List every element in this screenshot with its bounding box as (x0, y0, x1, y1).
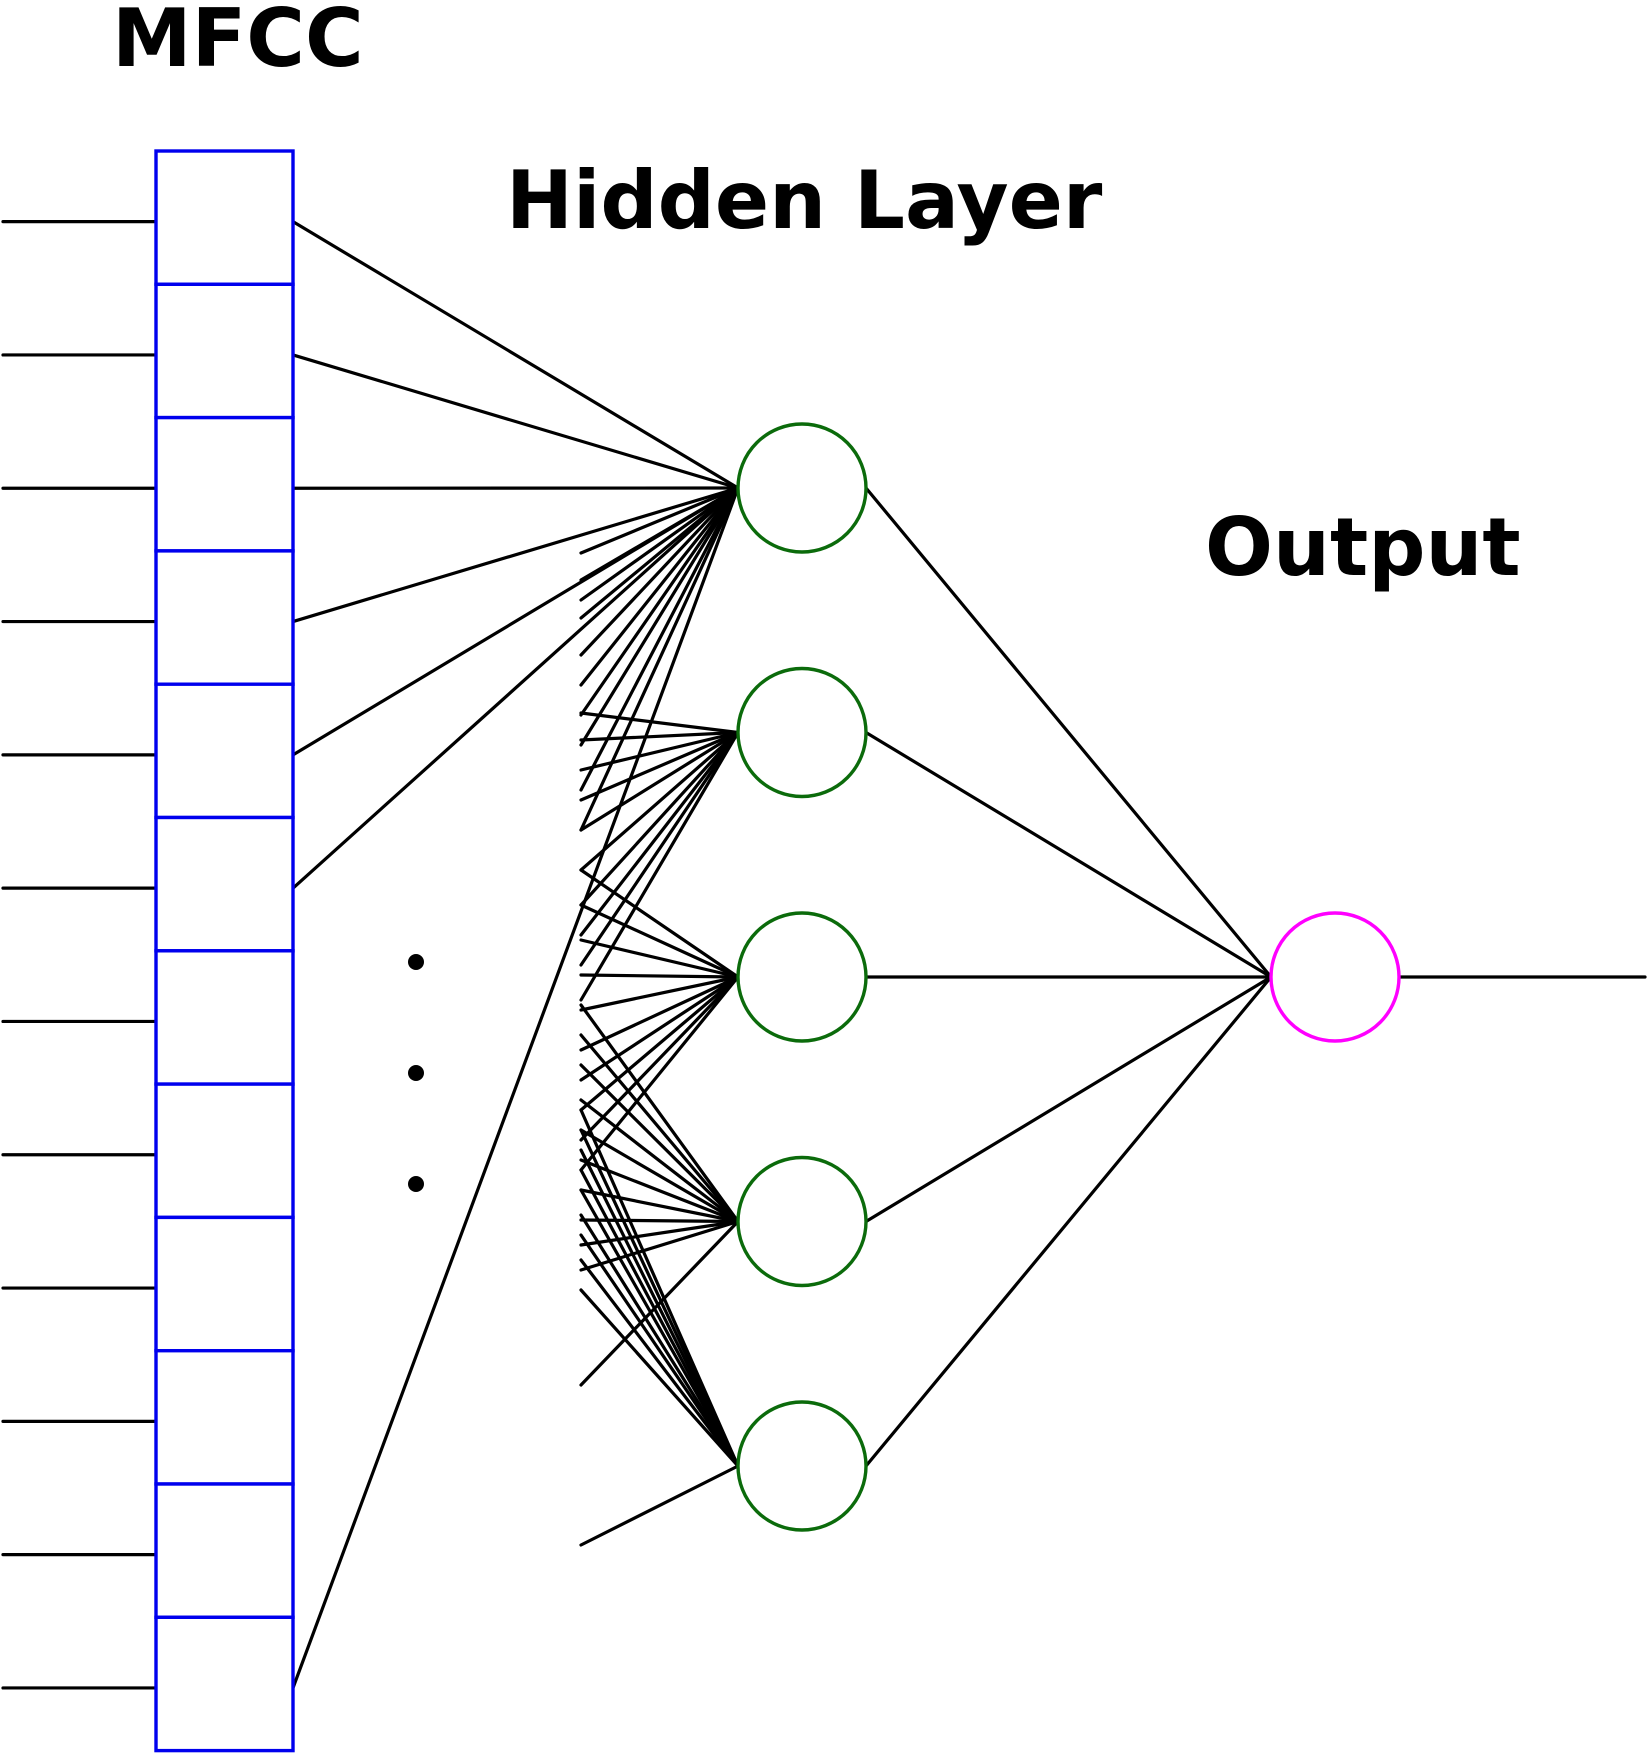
partial-to-hidden-line (579, 1258, 740, 1468)
mfcc-to-hidden-line (291, 486, 740, 890)
mfcc-cell (154, 149, 295, 287)
partial-to-hidden-line (579, 730, 740, 1002)
mfcc-cell (154, 949, 295, 1086)
partial-to-hidden-line (579, 730, 740, 872)
mfcc-column (154, 149, 295, 1753)
partial-to-hidden-line (579, 1218, 740, 1224)
partial-to-hidden-line (579, 730, 740, 937)
ellipsis-dot (408, 1176, 424, 1192)
mfcc-to-hidden-line (291, 220, 740, 490)
partial-to-hidden-line (579, 730, 740, 967)
partial-to-hidden-line (579, 1233, 740, 1468)
partial-to-hidden-line (579, 975, 740, 1112)
hidden-neuron (736, 911, 868, 1043)
partial-to-hidden-line (579, 730, 740, 907)
mfcc-cell (154, 415, 295, 553)
partial-to-hidden-line (579, 486, 740, 747)
mfcc-cell (154, 1082, 295, 1220)
mfcc-to-hidden-line (291, 486, 740, 1690)
output-neuron (1269, 911, 1401, 1043)
partial-to-hidden-line (579, 975, 740, 1052)
partial-to-hidden-line (579, 1219, 740, 1272)
hidden-to-output-line (864, 486, 1273, 979)
partial-to-hidden-line (579, 1188, 740, 1224)
partial-to-hidden-line (579, 938, 740, 979)
partial-to-hidden-line (579, 975, 740, 1172)
partial-to-hidden-line (579, 486, 740, 657)
mfcc-to-hidden-line (291, 486, 740, 624)
partial-to-hidden-line (579, 711, 740, 735)
mfcc-cell (154, 1482, 295, 1620)
partial-to-hidden-line (579, 730, 740, 772)
ellipsis-dots (408, 954, 424, 1192)
output-connection-lines (864, 486, 1647, 1468)
hidden-layer-neurons (736, 422, 868, 1532)
partial-to-hidden-line (579, 1464, 740, 1547)
partial-to-hidden-line (579, 730, 740, 832)
partial-to-hidden-line (579, 486, 740, 555)
partial-to-hidden-line (579, 975, 740, 1082)
partial-to-hidden-line (579, 486, 740, 832)
partial-to-hidden-line (579, 1219, 740, 1387)
hidden-neuron (736, 666, 868, 799)
hidden-layer-label: Hidden Layer (506, 154, 1103, 247)
partial-to-hidden-line (579, 486, 740, 620)
partial-to-hidden-line (579, 730, 740, 742)
input-lines (1, 220, 158, 1690)
ellipsis-dot (408, 1065, 424, 1081)
partial-to-hidden-line (579, 1063, 740, 1224)
mfcc-cell (154, 1615, 295, 1753)
mfcc-cell (154, 815, 295, 953)
partial-to-hidden-line (579, 1098, 740, 1224)
partial-to-hidden-line (579, 868, 740, 979)
ellipsis-dot (408, 954, 424, 970)
partial-to-hidden-line (579, 1168, 740, 1468)
partial-to-hidden-line (579, 973, 740, 979)
mfcc-cell (154, 282, 295, 420)
partial-to-hidden-line (579, 1213, 740, 1468)
partial-to-hidden-line (579, 1188, 740, 1468)
hidden-neuron (736, 422, 868, 554)
hidden-to-output-line (864, 975, 1273, 1468)
partial-to-hidden-line (579, 1128, 740, 1224)
partial-to-hidden-line (579, 1288, 740, 1468)
mfcc-cell (154, 1215, 295, 1353)
output-label: Output (1205, 501, 1521, 594)
connection-lines (291, 220, 740, 1690)
partial-to-hidden-line (579, 486, 740, 687)
hidden-to-output-line (864, 975, 1273, 1224)
mfcc-cell (154, 1348, 295, 1486)
partial-to-hidden-line (579, 1033, 740, 1224)
partial-to-hidden-line (579, 486, 740, 717)
mfcc-cell (154, 682, 295, 820)
partial-to-hidden-line (579, 903, 740, 979)
partial-connection-lines (579, 486, 740, 1547)
mfcc-to-hidden-line (291, 353, 740, 490)
mfcc-label: MFCC (112, 0, 364, 85)
partial-to-hidden-line (579, 730, 740, 802)
partial-to-hidden-line (579, 975, 740, 1012)
hidden-neuron (736, 1400, 868, 1532)
hidden-to-output-line (864, 730, 1273, 979)
output-layer (1269, 911, 1401, 1043)
partial-to-hidden-line (579, 1219, 740, 1247)
partial-to-hidden-line (579, 486, 740, 582)
hidden-neuron (736, 1155, 868, 1288)
partial-to-hidden-line (579, 486, 740, 602)
partial-to-hidden-line (579, 975, 740, 1142)
mfcc-cell (154, 549, 295, 686)
partial-to-hidden-line (579, 1003, 740, 1224)
